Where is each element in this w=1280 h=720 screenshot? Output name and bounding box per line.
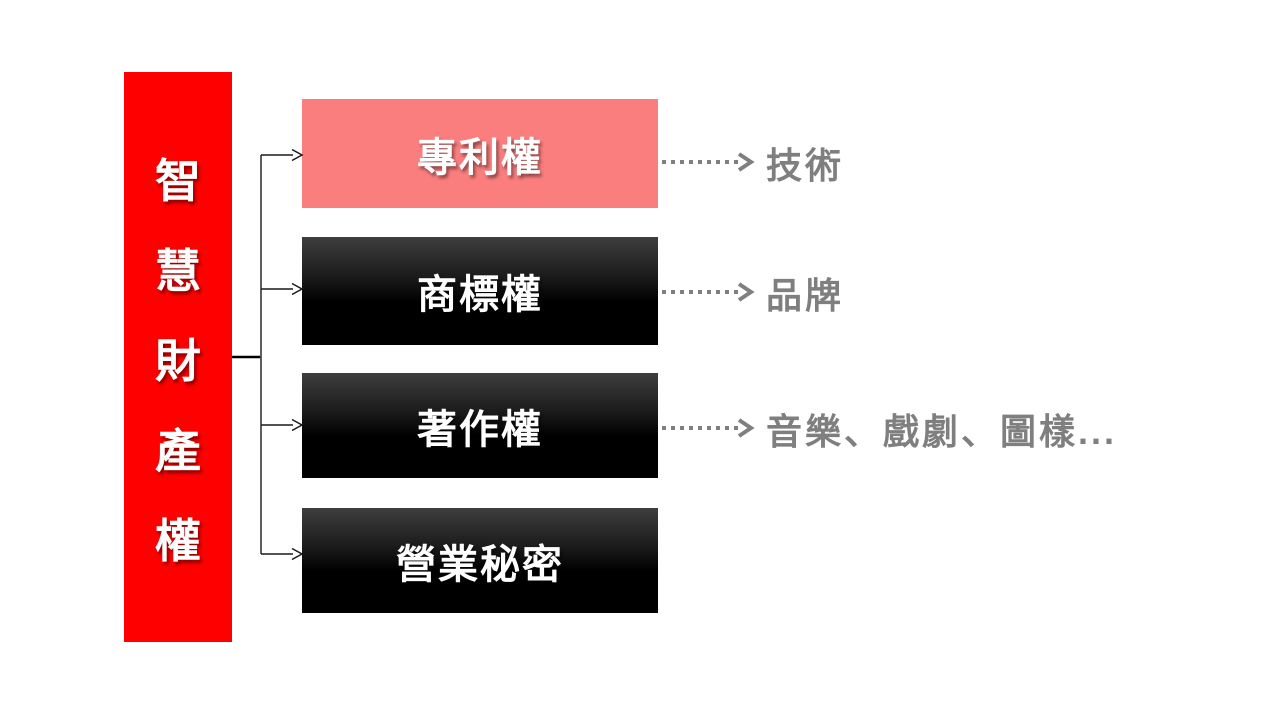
box-trademark-right: 商標權 [302,237,658,345]
root-char: 智 [155,155,201,207]
outcome-label-works: 音樂、戲劇、圖樣... [766,411,1118,452]
root-char: 產 [155,425,201,477]
root-char: 慧 [155,245,201,297]
dotted-arrowhead-works [737,418,755,438]
root-char: 權 [155,515,201,567]
box-copyright: 著作權 [302,373,658,478]
arrowhead-branch-copyright [291,418,304,432]
box-patent-right-label: 專利權 [417,135,543,180]
arrowhead-branch-trade-secret [291,547,304,561]
arrowhead-branch-trademark [291,282,304,296]
box-copyright-label: 著作權 [417,407,543,452]
box-trademark-right-label: 商標權 [417,273,543,317]
arrowhead-branch-patent [291,148,304,162]
root-box-intellectual-property: 智 慧 財 產 權 [124,72,232,642]
dotted-arrowhead-technology [737,152,755,172]
outcome-label-technology: 技術 [766,145,845,186]
outcome-label-brand: 品牌 [766,275,845,316]
dotted-arrowhead-brand [737,282,755,302]
box-trade-secret: 營業秘密 [302,508,658,613]
box-patent-right: 專利權 [302,99,658,208]
box-trade-secret-label: 營業秘密 [396,542,564,587]
root-char: 財 [155,335,201,387]
